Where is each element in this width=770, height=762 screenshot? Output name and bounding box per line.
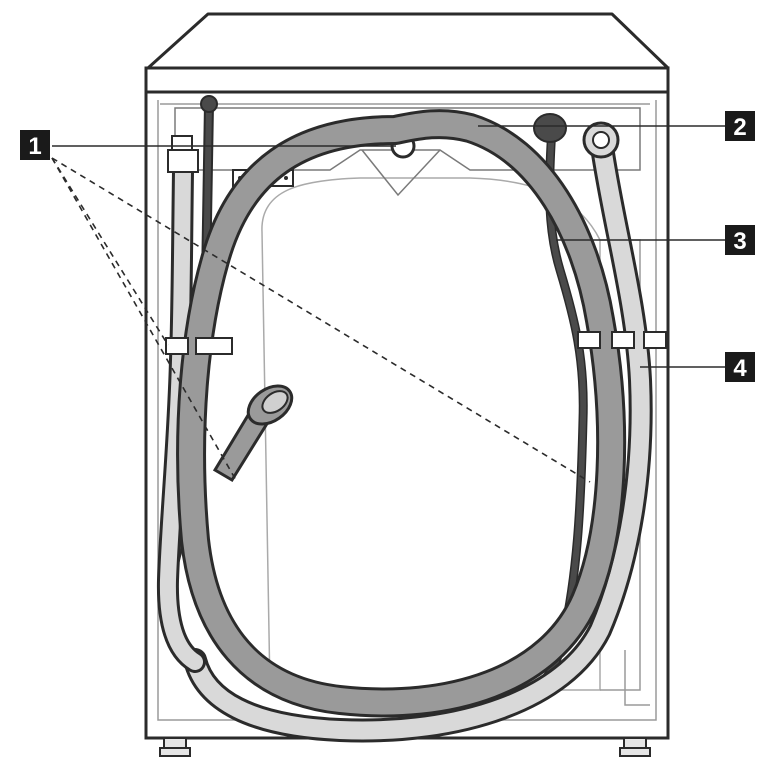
top-rim (144, 66, 670, 94)
drain-hose-end (212, 384, 294, 483)
clip-left-2 (195, 337, 233, 355)
clip-right-1 (577, 331, 601, 349)
inlet-hose (156, 121, 653, 743)
drain-hose (176, 109, 627, 718)
leader-lines (51, 125, 725, 483)
leader-1-dash-a (51, 157, 238, 483)
machine-feet (159, 737, 651, 757)
hose-clips (165, 331, 667, 355)
callout-4: 4 (725, 352, 755, 382)
callout-1-label: 1 (28, 133, 41, 160)
clip-right-3 (643, 331, 667, 349)
callout-2-label: 2 (733, 114, 746, 141)
top-lid (146, 12, 670, 70)
clip-left-1 (165, 337, 189, 355)
clip-right-2 (611, 331, 635, 349)
callout-3: 3 (725, 225, 755, 255)
leader-1-dash-b (51, 157, 591, 483)
callout-3-label: 3 (733, 228, 746, 255)
callout-1: 1 (20, 130, 50, 160)
callout-2: 2 (725, 111, 755, 141)
callout-4-label: 4 (733, 355, 747, 382)
leader-1-dash-c (51, 157, 169, 346)
